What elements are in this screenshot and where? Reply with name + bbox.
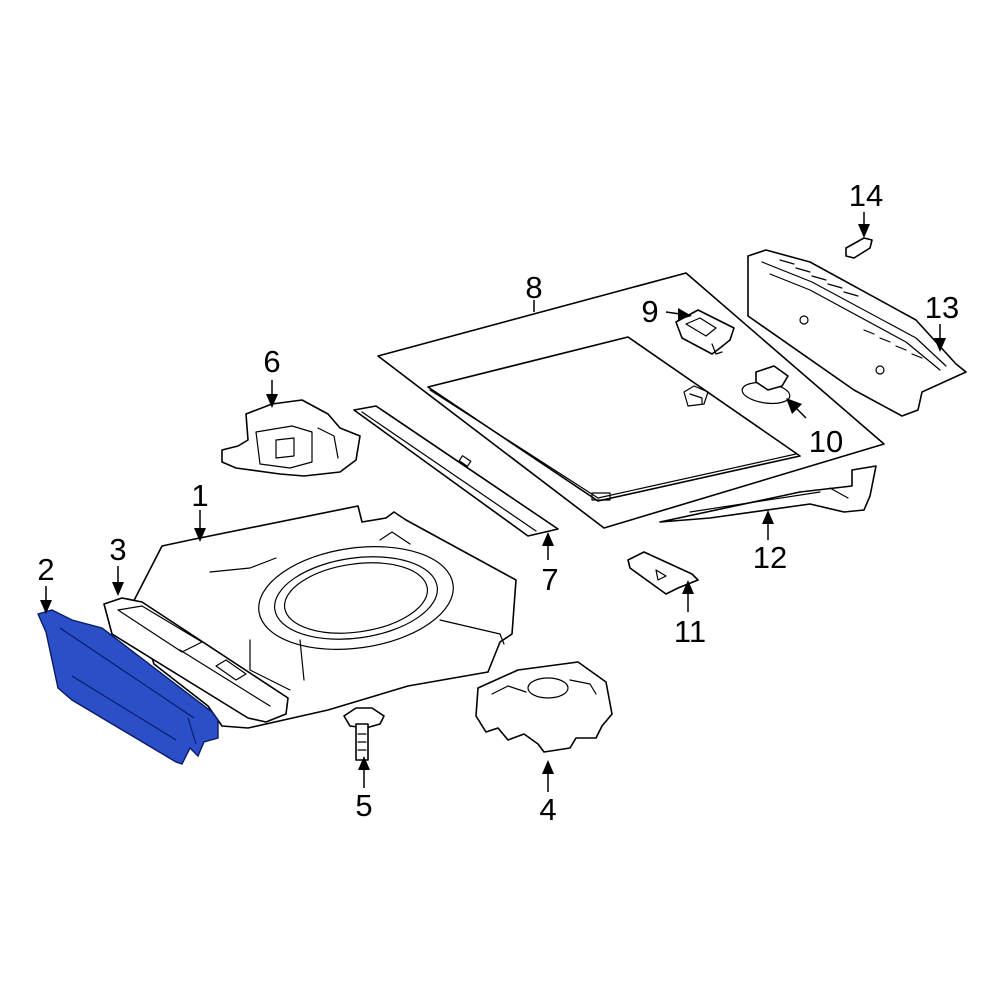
part-4-foam-insert[interactable]	[475, 661, 613, 753]
callout-12: 12	[753, 540, 787, 575]
part-8-floor-panel[interactable]	[377, 272, 885, 529]
callout-5: 5	[355, 788, 372, 823]
callout-6: 6	[263, 344, 280, 379]
part-2-trim-panel[interactable]	[37, 609, 219, 765]
part-9-clip[interactable]	[675, 309, 735, 355]
callout-1: 1	[191, 478, 208, 513]
part-7-strip[interactable]	[353, 405, 559, 537]
part-5-bolt[interactable]	[343, 707, 385, 761]
part-14-clip[interactable]	[845, 237, 873, 259]
part-6-bracket[interactable]	[221, 399, 361, 477]
callout-14: 14	[849, 178, 883, 213]
leader-lines	[40, 212, 946, 792]
part-13-sill-cover[interactable]	[747, 249, 967, 417]
callout-11: 11	[674, 614, 706, 649]
part-12-rail[interactable]	[659, 465, 877, 523]
part-3-storage-tray[interactable]	[103, 597, 289, 723]
part-10-hook[interactable]	[741, 365, 791, 406]
callout-3: 3	[109, 532, 126, 567]
callout-8: 8	[525, 270, 542, 305]
callout-10: 10	[809, 424, 843, 459]
callout-4: 4	[539, 792, 556, 827]
callout-13: 13	[925, 290, 959, 325]
callout-7: 7	[541, 562, 558, 597]
callout-2: 2	[37, 552, 54, 587]
callout-labels: 1 2 3 4 5 6 7 8 9 10 11 12 13 14	[37, 178, 959, 827]
callout-9: 9	[641, 294, 658, 329]
